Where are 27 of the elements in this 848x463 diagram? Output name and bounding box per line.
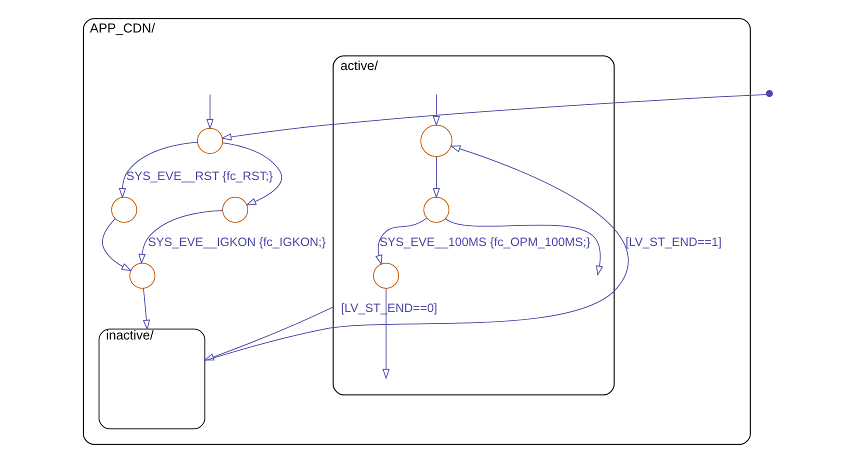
arrow (444, 218, 603, 276)
arrow (206, 94, 214, 130)
arrow (203, 306, 334, 360)
arrow (204, 145, 628, 361)
arrow (374, 218, 426, 266)
arrow (432, 94, 440, 126)
node-circle (765, 90, 772, 98)
edge-label: SYS_EVE__100MS {fc_OPM_100MS;} (378, 234, 590, 249)
node-circle (420, 124, 452, 157)
node-circle (128, 262, 155, 289)
arrow (220, 94, 766, 140)
arrow (118, 142, 198, 199)
node-box: inactive/ (98, 328, 205, 430)
arrow (382, 288, 390, 380)
edge-label: [LV_ST_END==1] (625, 234, 722, 249)
arrow (432, 156, 440, 198)
node-circle (372, 262, 399, 289)
node-circle (110, 196, 137, 223)
node-circle (422, 196, 449, 223)
node-circle (196, 128, 223, 154)
arrow (102, 218, 132, 272)
edge-label: SYS_EVE__RST {fc_RST;} (126, 169, 272, 184)
arrow (142, 288, 150, 330)
arrow (222, 142, 282, 206)
edge-label: SYS_EVE__IGKON {fc_IGKON;} (147, 234, 326, 249)
arrow (138, 210, 222, 264)
node-circle (222, 196, 248, 223)
